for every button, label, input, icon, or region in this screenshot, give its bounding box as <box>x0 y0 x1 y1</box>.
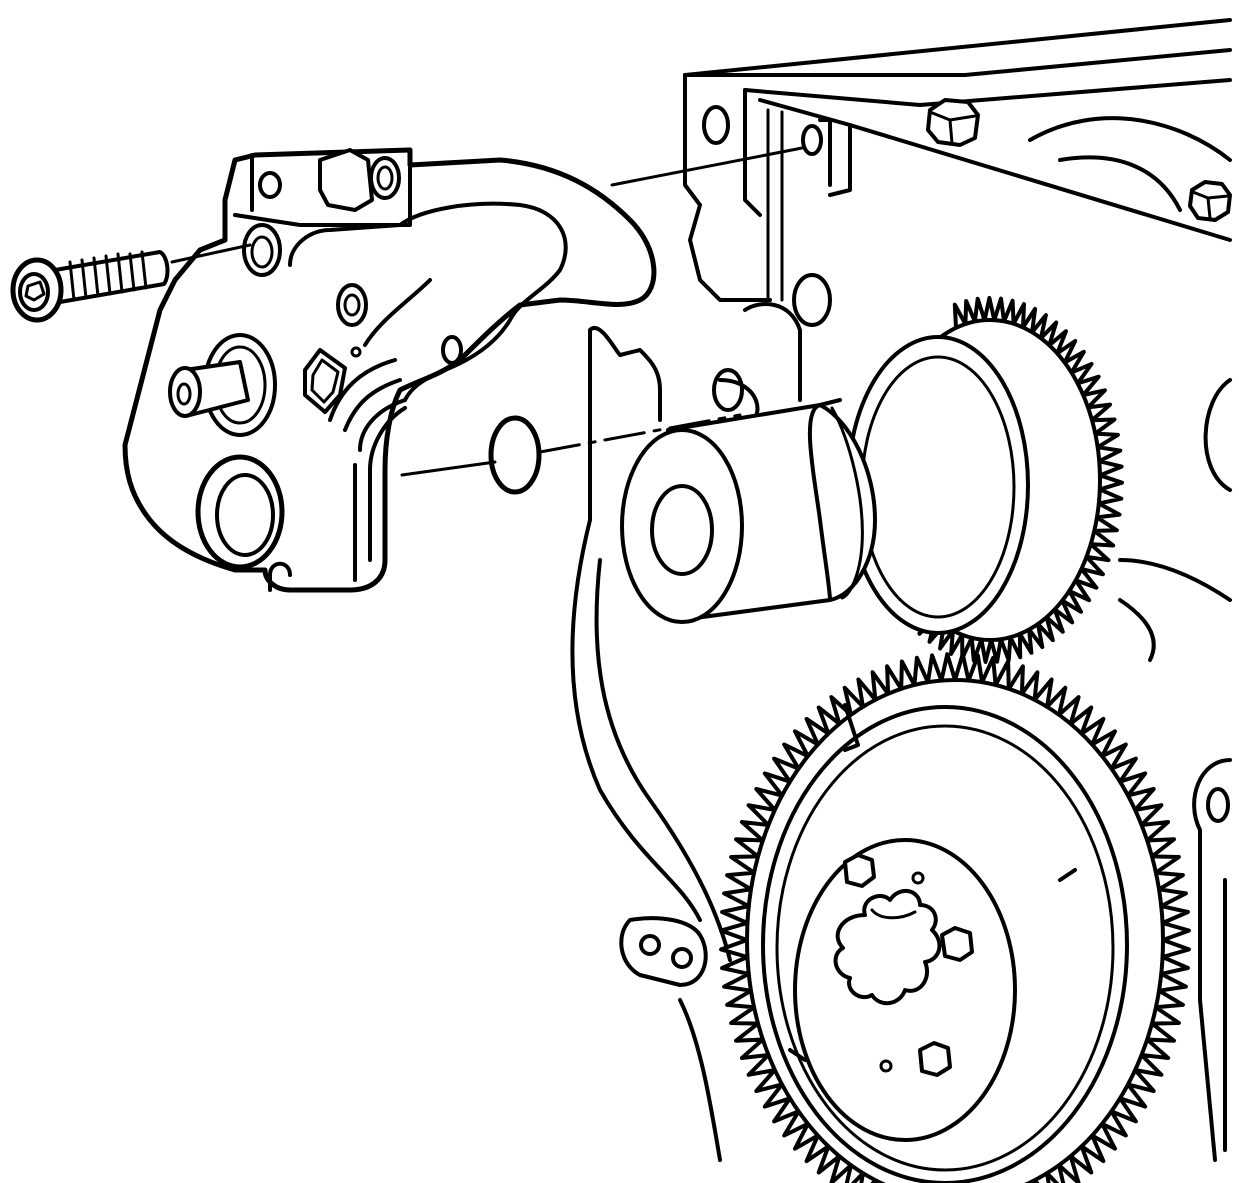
o-ring-seal <box>488 415 542 495</box>
hex-bolt <box>926 98 980 147</box>
drive-gear <box>620 296 1124 664</box>
hex-nut <box>940 926 974 962</box>
gear-hub <box>833 889 942 1006</box>
engine-block <box>570 18 1232 1162</box>
pump-housing <box>122 147 657 593</box>
large-gear <box>719 652 1191 1183</box>
hex-bolt <box>1188 180 1232 222</box>
bolt <box>10 250 170 323</box>
hex-nut <box>843 853 876 888</box>
hex-nut <box>918 1041 952 1077</box>
assembly-guide-lines <box>170 146 804 477</box>
